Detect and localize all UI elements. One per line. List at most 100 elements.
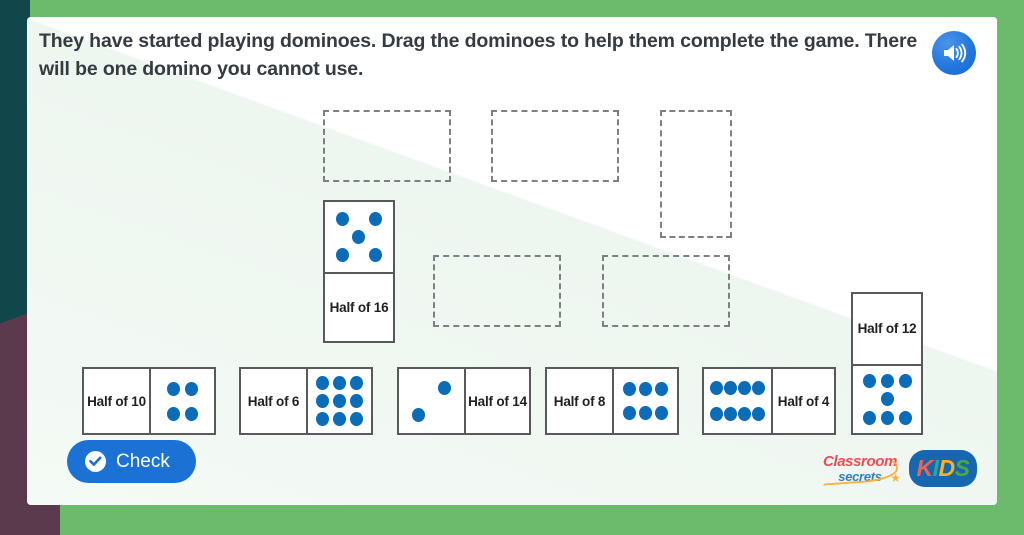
- pip: [315, 393, 329, 408]
- pip: [654, 382, 668, 396]
- dropzone-1[interactable]: [323, 110, 451, 182]
- pip: [335, 211, 349, 226]
- pip: [438, 380, 452, 395]
- kids-letter-i: I: [932, 455, 939, 481]
- domino-half-pips: [399, 369, 464, 433]
- pip: [862, 410, 876, 425]
- kids-letter-s: S: [954, 455, 970, 481]
- pip: [369, 211, 383, 226]
- kids-logo: K I D S: [909, 450, 977, 487]
- pip: [880, 410, 894, 425]
- pip-group-9: [308, 369, 371, 433]
- pip-spacer: [899, 392, 912, 406]
- pip: [738, 406, 751, 421]
- domino-half-pips: [149, 369, 214, 433]
- frame-band-plum-bottom: [0, 505, 60, 535]
- pip: [350, 375, 364, 390]
- pip: [862, 373, 876, 388]
- dropzone-2[interactable]: [491, 110, 619, 182]
- pip: [411, 407, 425, 422]
- star-icon: ★: [890, 470, 901, 485]
- pip: [752, 381, 765, 396]
- pip-group-2: [399, 369, 464, 433]
- pip: [335, 247, 349, 262]
- pip: [332, 412, 346, 427]
- pip: [724, 381, 737, 396]
- pip: [350, 393, 364, 408]
- domino-label: Half of 12: [857, 321, 917, 337]
- domino-label: Half of 14: [468, 393, 527, 409]
- pip-spacer: [438, 408, 451, 422]
- domino-label: Half of 16: [329, 299, 389, 315]
- pip: [332, 393, 346, 408]
- domino-half-of-6[interactable]: Half of 6: [239, 367, 373, 435]
- domino-half-label: Half of 12: [853, 294, 921, 364]
- pip: [654, 406, 668, 420]
- pip: [623, 406, 637, 420]
- domino-half-pips: [853, 363, 921, 434]
- domino-half-pips: [306, 369, 371, 433]
- domino-half-of-4[interactable]: Half of 4: [702, 367, 836, 435]
- pip: [167, 381, 181, 396]
- pip: [332, 375, 346, 390]
- domino-half-of-12[interactable]: Half of 12: [851, 292, 923, 435]
- domino-half-of-10[interactable]: Half of 10: [82, 367, 216, 435]
- instruction-text: They have started playing dominoes. Drag…: [39, 30, 918, 81]
- check-circle-icon: [85, 451, 106, 472]
- dropzone-4[interactable]: [433, 255, 561, 327]
- pip: [724, 406, 737, 421]
- audio-button[interactable]: [932, 31, 976, 75]
- card-inner: They have started playing dominoes. Drag…: [27, 17, 997, 505]
- domino-label: Half of 4: [777, 393, 830, 409]
- pip: [898, 410, 912, 425]
- domino-half-of-16[interactable]: Half of 16: [323, 200, 395, 343]
- branding: Classroom secrets ★ K I D S: [820, 450, 977, 487]
- pip-group-7: [853, 366, 921, 434]
- pip: [623, 382, 637, 396]
- domino-half-pips: [612, 369, 677, 433]
- check-button[interactable]: Check: [67, 440, 196, 483]
- pip: [710, 381, 723, 396]
- pip-spacer: [336, 230, 349, 244]
- pip-group-8: [704, 369, 771, 433]
- domino-half-of-14[interactable]: Half of 14: [397, 367, 531, 435]
- pip-group-5: [325, 202, 393, 272]
- classroom-secrets-line1: Classroom: [823, 453, 897, 470]
- pip: [738, 381, 751, 396]
- pip: [352, 229, 366, 244]
- domino-half-label: Half of 8: [547, 369, 612, 433]
- pip-spacer: [412, 381, 425, 395]
- domino-label: Half of 10: [87, 393, 146, 409]
- pip-spacer: [352, 248, 365, 262]
- activity-card: They have started playing dominoes. Drag…: [27, 17, 997, 505]
- domino-half-pips: [704, 369, 771, 433]
- domino-half-label: Half of 16: [325, 271, 393, 342]
- pip: [880, 392, 894, 407]
- domino-half-label: Half of 6: [241, 369, 306, 433]
- classroom-secrets-line2: secrets: [838, 469, 882, 484]
- pip: [184, 406, 198, 421]
- domino-half-of-8[interactable]: Half of 8: [545, 367, 679, 435]
- pip: [369, 247, 383, 262]
- pip: [638, 382, 652, 396]
- kids-letter-k: K: [916, 455, 934, 481]
- dropzone-3[interactable]: [660, 110, 732, 238]
- domino-half-pips: [325, 202, 393, 272]
- frame-band-teal: [0, 0, 30, 330]
- pip: [315, 375, 329, 390]
- frame-band-corner: [0, 300, 30, 336]
- pip: [898, 373, 912, 388]
- pip: [167, 406, 181, 421]
- check-button-label: Check: [116, 450, 170, 472]
- classroom-secrets-logo: Classroom secrets ★: [820, 451, 901, 487]
- pip-group-6: [614, 369, 677, 433]
- dropzone-5[interactable]: [602, 255, 730, 327]
- domino-label: Half of 6: [247, 393, 300, 409]
- kids-letter-d: D: [938, 455, 956, 481]
- pip-spacer: [352, 212, 365, 226]
- domino-half-label: Half of 10: [84, 369, 149, 433]
- pip-spacer: [863, 392, 876, 406]
- domino-half-label: Half of 4: [771, 369, 834, 433]
- pip: [315, 412, 329, 427]
